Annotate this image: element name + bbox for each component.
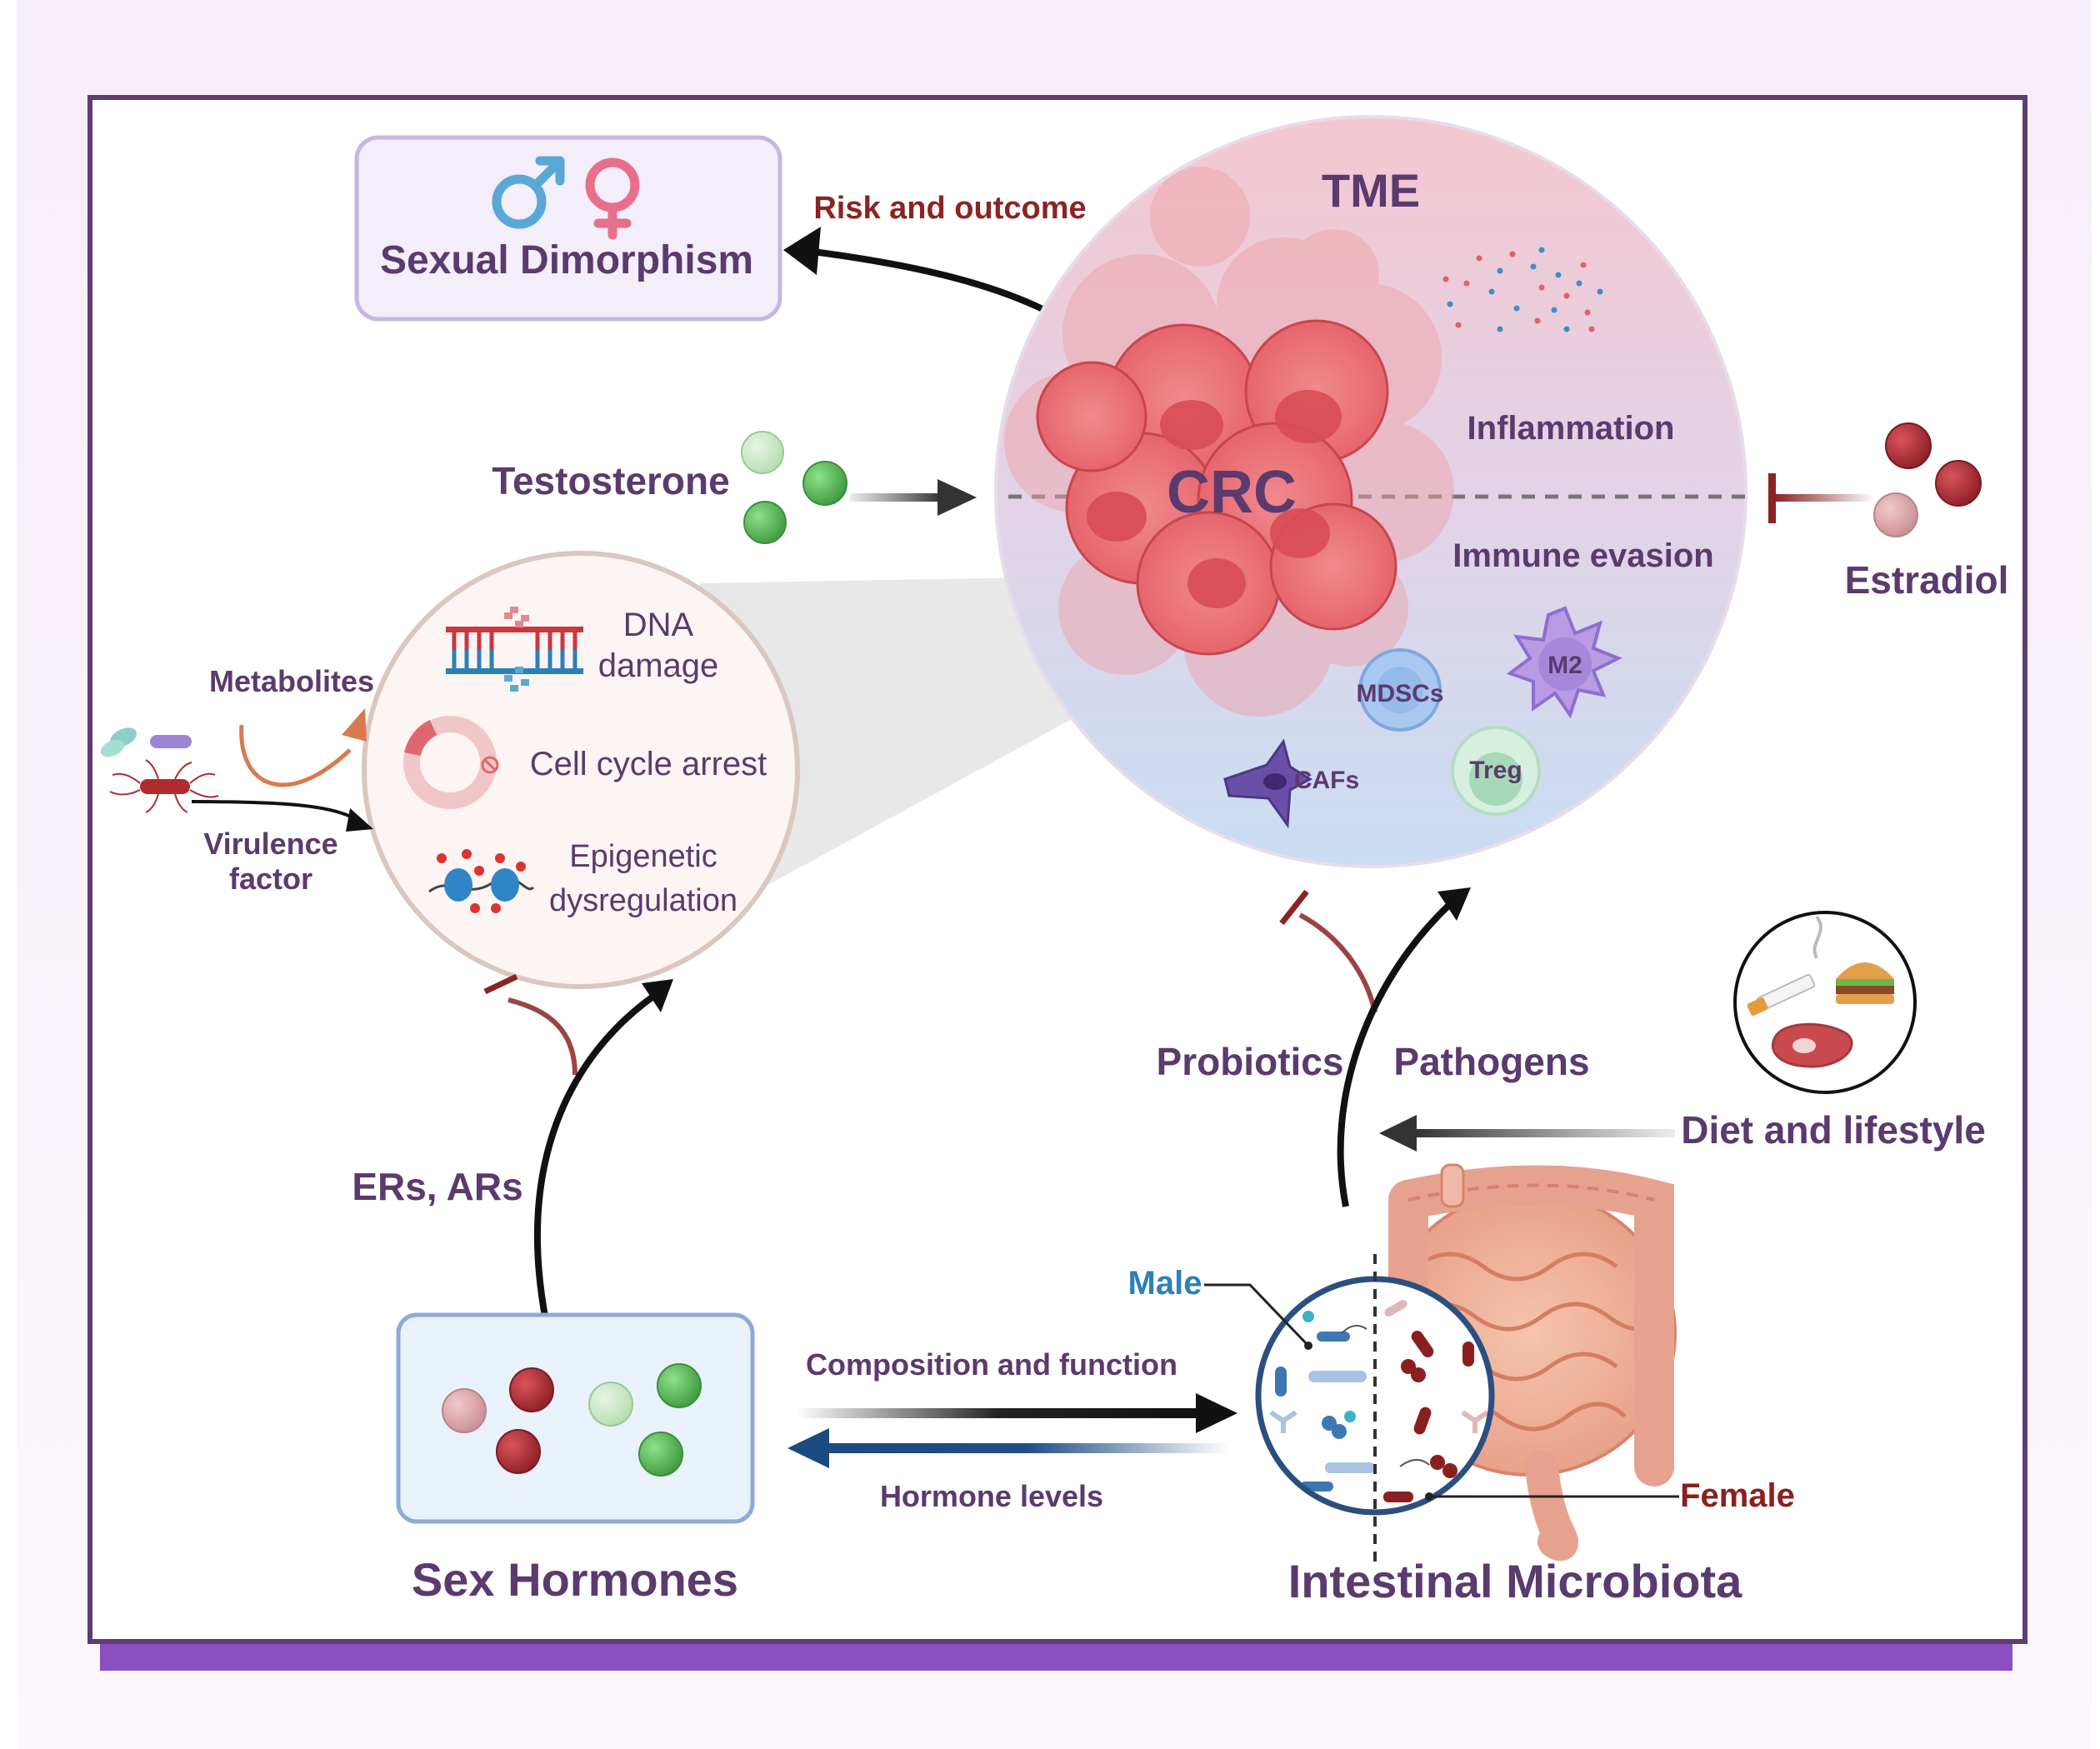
risk-and-outcome-label: Risk and outcome	[813, 191, 1086, 226]
diet-arrow-shaft	[1417, 1129, 1675, 1137]
ers-activate-arrow	[534, 992, 657, 1322]
mdscs-label: MDSCs	[1356, 680, 1443, 707]
pathogens-arrow	[1337, 902, 1452, 1207]
sexual-dimorphism-box: Sexual Dimorphism	[354, 135, 782, 322]
tme-circle: TME CRC Inflammation Immune evasion MDSC…	[994, 115, 1748, 868]
metabolites-label: Metabolites	[209, 664, 374, 698]
risk-arrow-head	[783, 227, 821, 275]
testosterone-arrow-head	[938, 479, 977, 516]
epigenetic-label-line1: Epigenetic	[569, 839, 717, 874]
crc-label: CRC	[1167, 459, 1297, 526]
caf-cell-icon	[1223, 738, 1312, 829]
male-leader-line	[1204, 1283, 1310, 1347]
cigarette-icon	[1747, 915, 1822, 1016]
female-label: Female	[1680, 1477, 1795, 1514]
diet-arrow-head	[1379, 1115, 1417, 1152]
pathogens-label: Pathogens	[1393, 1040, 1589, 1083]
bacteria-icons	[100, 727, 219, 813]
virulence-label-line2: factor	[229, 862, 312, 896]
estradiol-inhibit-bar	[1768, 473, 1776, 523]
virulence-arrow-head	[346, 808, 373, 832]
pathogens-arrow-head	[1438, 887, 1471, 921]
composition-arrow-shaft	[796, 1408, 1204, 1418]
inflammation-label: Inflammation	[1468, 410, 1675, 447]
hormone-arrow-head	[788, 1428, 829, 1468]
cytokine-dots	[1442, 247, 1603, 332]
testosterone-molecules	[741, 431, 848, 544]
dna-damage-circle: DNA damage Cell cycle arrest Epigenetic …	[362, 551, 800, 989]
male-label: Male	[1128, 1265, 1202, 1302]
estradiol-label: Estradiol	[1845, 558, 2009, 602]
virulence-arrow-shaft	[191, 800, 360, 822]
probiotics-inhibit-bar	[1279, 889, 1309, 926]
ers-activate-arrow-head	[642, 979, 673, 1012]
sex-hormones-label: Sex Hormones	[412, 1553, 738, 1606]
composition-label: Composition and function	[806, 1347, 1178, 1382]
estradiol-molecules	[1873, 422, 1982, 537]
hormone-arrow-shaft	[825, 1443, 1229, 1453]
virulence-label-line1: Virulence	[203, 827, 338, 861]
diet-lifestyle-label: Diet and lifestyle	[1681, 1108, 1986, 1152]
estradiol-inhibit-line	[1775, 494, 1875, 502]
m2-macrophage-icon	[1506, 606, 1622, 719]
cell-cycle-label: Cell cycle arrest	[530, 746, 768, 782]
steak-icon	[1771, 1022, 1853, 1068]
diet-lifestyle-circle	[1733, 911, 1917, 1094]
sex-hormones-box	[396, 1312, 755, 1524]
male-symbol-icon	[492, 156, 565, 229]
accent-bar	[100, 1642, 2012, 1671]
burger-icon	[1836, 962, 1894, 1004]
treg-cell-icon	[1451, 726, 1541, 816]
treg-label: Treg	[1469, 757, 1522, 784]
female-symbol-icon	[585, 157, 640, 240]
cell-cycle-icon	[403, 716, 499, 809]
dna-label-line2: damage	[598, 647, 719, 684]
immune-evasion-label: Immune evasion	[1452, 537, 1713, 574]
sexual-dimorphism-label: Sexual Dimorphism	[380, 238, 753, 282]
testosterone-arrow-shaft	[850, 493, 942, 502]
dna-icon	[446, 607, 583, 692]
metabolites-arrow-head	[342, 708, 367, 742]
dna-label-line1: DNA	[623, 607, 694, 643]
probiotics-inhibit-line	[1298, 912, 1378, 1013]
tme-label: TME	[1322, 164, 1420, 217]
m2-label: M2	[1548, 652, 1582, 679]
metabolites-arrow-shaft	[239, 724, 352, 787]
microbiota-circle	[1255, 1254, 1495, 1562]
ers-ars-label: ERs, ARs	[352, 1165, 522, 1208]
ers-inhibit-line	[508, 997, 578, 1076]
epigenetic-label-line2: dysregulation	[549, 883, 738, 918]
testosterone-label: Testosterone	[492, 459, 729, 502]
cafs-label: CAFs	[1294, 767, 1359, 794]
mdsc-cell-icon	[1358, 648, 1442, 732]
ers-inhibit-bar	[483, 973, 518, 995]
tumor-cells	[1004, 167, 1454, 717]
hormone-levels-label: Hormone levels	[880, 1479, 1103, 1513]
intestinal-microbiota-label: Intestinal Microbiota	[1288, 1555, 1742, 1607]
probiotics-label: Probiotics	[1157, 1040, 1344, 1083]
composition-arrow-head	[1196, 1393, 1238, 1433]
epigenetic-icon	[428, 849, 535, 913]
